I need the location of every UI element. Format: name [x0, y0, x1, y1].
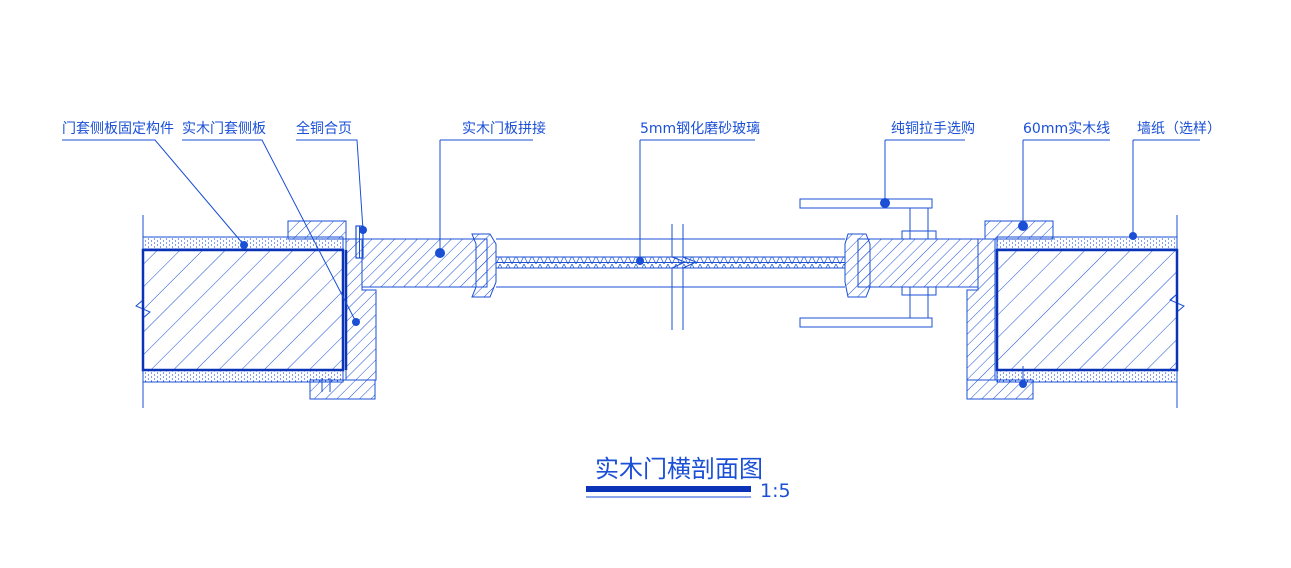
right-wall	[995, 215, 1185, 408]
door-handle	[799, 198, 937, 328]
leader-lines	[62, 139, 1200, 386]
leader-dots	[240, 198, 1137, 388]
label-door-panel-joint: 实木门板拼接	[462, 120, 546, 137]
label-copper-hinge: 全铜合页	[296, 120, 352, 137]
left-wall	[135, 215, 345, 408]
left-stile	[361, 238, 488, 288]
left-trim-bottom	[309, 379, 376, 400]
left-glass-bead	[471, 233, 497, 298]
drawing-scale: 1:5	[760, 480, 791, 502]
label-handle: 纯铜拉手选购	[891, 121, 975, 137]
right-stile	[857, 238, 979, 288]
label-glass: 5mm钢化磨砂玻璃	[640, 120, 760, 137]
left-trim-top	[287, 220, 347, 240]
label-wallpaper: 墙纸（选样）	[1137, 121, 1221, 137]
label-frame-side-panel: 实木门套侧板	[182, 121, 266, 137]
label-frame-fixing: 门套侧板固定构件	[62, 121, 174, 137]
drawing-title: 实木门横剖面图	[595, 455, 763, 483]
label-trim: 60mm实木线	[1023, 121, 1110, 137]
title-underline-bold	[586, 486, 751, 492]
